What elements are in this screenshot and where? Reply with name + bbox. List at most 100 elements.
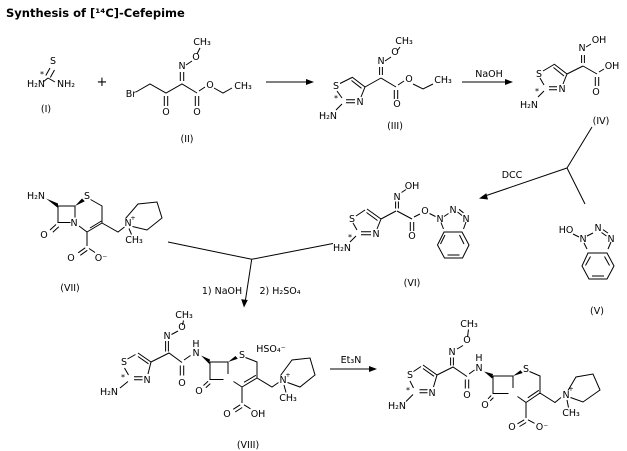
atom-o: O — [178, 322, 185, 333]
atom-s: S — [536, 69, 542, 80]
compound-i: S H₂N NH₂ * (I) — [27, 56, 75, 115]
atom-o: O — [463, 390, 470, 401]
reaction-arrow-naoh: NaOH — [462, 69, 513, 85]
atom-n: N — [436, 214, 443, 225]
arrowhead — [479, 193, 488, 200]
arrowhead — [505, 79, 513, 85]
atom-o: O — [178, 378, 185, 389]
compound-iv-bonds — [537, 43, 605, 98]
atom-n: N — [462, 214, 469, 225]
atom-n: N — [356, 97, 363, 108]
scheme-title: Synthesis of [¹⁴C]-Cefepime — [6, 6, 185, 20]
compound-iv: S N H₂N * N OH O OH (IV) — [520, 35, 619, 127]
atom-n: N — [372, 229, 379, 240]
reagent-dcc: DCC — [502, 170, 523, 181]
reagent-et3n: Et₃N — [341, 355, 362, 366]
charge-plus: + — [130, 214, 135, 222]
atom-h2n: H₂N — [333, 243, 351, 254]
compound-iii: S N H₂N * N O CH₃ O O CH₃ (III) — [319, 36, 452, 132]
atom-n: N — [562, 390, 569, 401]
isotope-star: * — [406, 386, 410, 395]
atom-oh: OH — [605, 61, 620, 72]
atom-o: O — [206, 80, 213, 91]
atom-oh: OH — [592, 35, 607, 46]
arrowhead — [306, 79, 314, 85]
plus-operator: + — [97, 75, 108, 90]
atom-ch3: CH₃ — [193, 37, 211, 48]
atom-ch3: CH₃ — [460, 319, 478, 330]
compound-ii: Br O N O CH₃ O O CH₃ (II) — [126, 37, 252, 145]
atom-o: O — [67, 253, 74, 264]
atom-n: N — [428, 388, 435, 399]
atom-h2n: H₂N — [520, 100, 538, 111]
atom-o: O — [223, 409, 230, 420]
compound-vi-label: (VI) — [404, 278, 421, 289]
compound-iii-label: (III) — [387, 121, 403, 132]
arrowhead — [241, 299, 248, 308]
atom-o: O — [393, 99, 400, 110]
atom-o: O — [592, 87, 599, 98]
atom-ch3: CH₃ — [279, 393, 297, 404]
final-product-bonds — [405, 329, 601, 427]
isotope-star: * — [40, 70, 44, 79]
compound-iv-label: (IV) — [593, 116, 610, 127]
compound-viii-label: (VIII) — [237, 440, 259, 451]
counterion-hso4: HSO₄⁻ — [256, 344, 285, 355]
atom-o: O — [40, 230, 47, 241]
compound-vi: S N H₂N * N OH O O N N N (VI) — [333, 181, 470, 289]
atom-ch3: CH₃ — [562, 408, 580, 419]
atom-o: O — [391, 47, 398, 58]
atom-o: O — [463, 335, 470, 346]
atom-n: N — [279, 375, 286, 386]
atom-n: N — [578, 43, 585, 54]
compound-vii-label: (VII) — [60, 283, 80, 294]
reagent-step2: 2) H₂SO₄ — [259, 286, 300, 297]
atom-oh: OH — [251, 409, 266, 420]
atom-n: N — [192, 348, 199, 359]
compound-viii: CH₃ O N S N H₂N * O H N O S O OH N + CH₃… — [100, 310, 316, 451]
compound-ii-bonds — [135, 47, 233, 106]
converge-lines — [566, 126, 593, 205]
atom-o-minus: O⁻ — [95, 253, 108, 264]
atom-s: S — [407, 370, 413, 381]
arrow-line — [481, 167, 568, 198]
atom-s: S — [121, 357, 127, 368]
compound-final-product: CH₃ O N S N H₂N * O H N O S O O⁻ N + CH₃ — [388, 319, 601, 433]
atom-h: H — [192, 339, 199, 350]
isotope-star: * — [348, 233, 352, 242]
atom-s: S — [50, 56, 56, 67]
wedge-bond — [46, 198, 58, 208]
atom-h: H — [475, 353, 482, 364]
atom-h2n: H₂N — [388, 401, 406, 412]
atom-n: N — [449, 205, 456, 216]
atom-h2n: H₂N — [100, 387, 118, 398]
atom-ho: HO — [559, 225, 574, 236]
atom-n: N — [143, 375, 150, 386]
reaction-arrow-1 — [266, 79, 314, 85]
reaction-arrow-coupling: 1) NaOH 2) H₂SO₄ — [167, 241, 334, 308]
compound-i-bonds — [42, 67, 56, 83]
atom-n: N — [558, 84, 565, 95]
atom-s: S — [349, 214, 355, 225]
isotope-star: * — [334, 94, 338, 103]
atom-s: S — [333, 81, 339, 92]
wedge-bond — [201, 355, 210, 364]
arrowhead — [369, 366, 377, 372]
compound-v-label: (V) — [590, 306, 604, 317]
atom-o: O — [481, 400, 488, 411]
atom-n: N — [124, 218, 131, 229]
atom-n: N — [393, 192, 400, 203]
atom-o: O — [421, 206, 428, 217]
compound-vii: H₂N S N O O O⁻ N + CH₃ (VII) — [27, 191, 163, 294]
atom-ch3: CH₃ — [175, 310, 193, 321]
converge-lines — [167, 241, 334, 304]
compound-iii-bonds — [335, 46, 434, 111]
wedge-bond — [228, 356, 238, 362]
compound-viii-bonds — [119, 320, 316, 413]
atom-o: O — [193, 107, 200, 118]
reagent-naoh: NaOH — [475, 69, 503, 80]
charge-plus: + — [568, 385, 573, 393]
compound-v: HO N N N (V) — [559, 223, 615, 317]
atom-h2n: H₂N — [319, 111, 337, 122]
compound-vi-bonds — [349, 189, 470, 259]
